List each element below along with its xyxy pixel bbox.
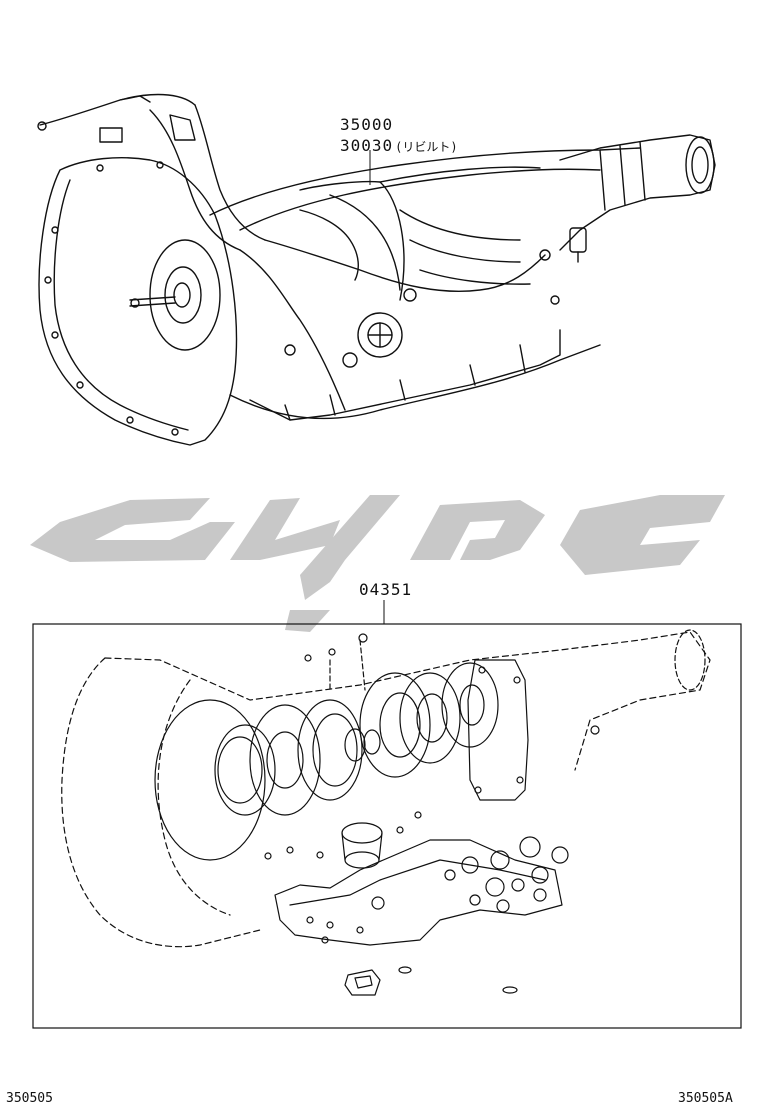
gasket-kit-illustration <box>61 629 711 996</box>
rebuilt-note: (リビルト) <box>395 140 458 154</box>
kit-part-number: 04351 <box>359 580 413 599</box>
watermark-logo <box>30 495 725 632</box>
assembly-part-number-1: 35000 <box>340 115 394 134</box>
footer-right-code: 350505A <box>678 1091 733 1106</box>
kit-frame <box>32 623 742 1029</box>
transmission-assembly-illustration <box>37 93 716 446</box>
footer-left-code: 350505 <box>6 1091 53 1106</box>
assembly-part-number-2-row: 30030(リビルト) <box>340 138 458 154</box>
assembly-part-number-2: 30030 <box>340 136 394 155</box>
